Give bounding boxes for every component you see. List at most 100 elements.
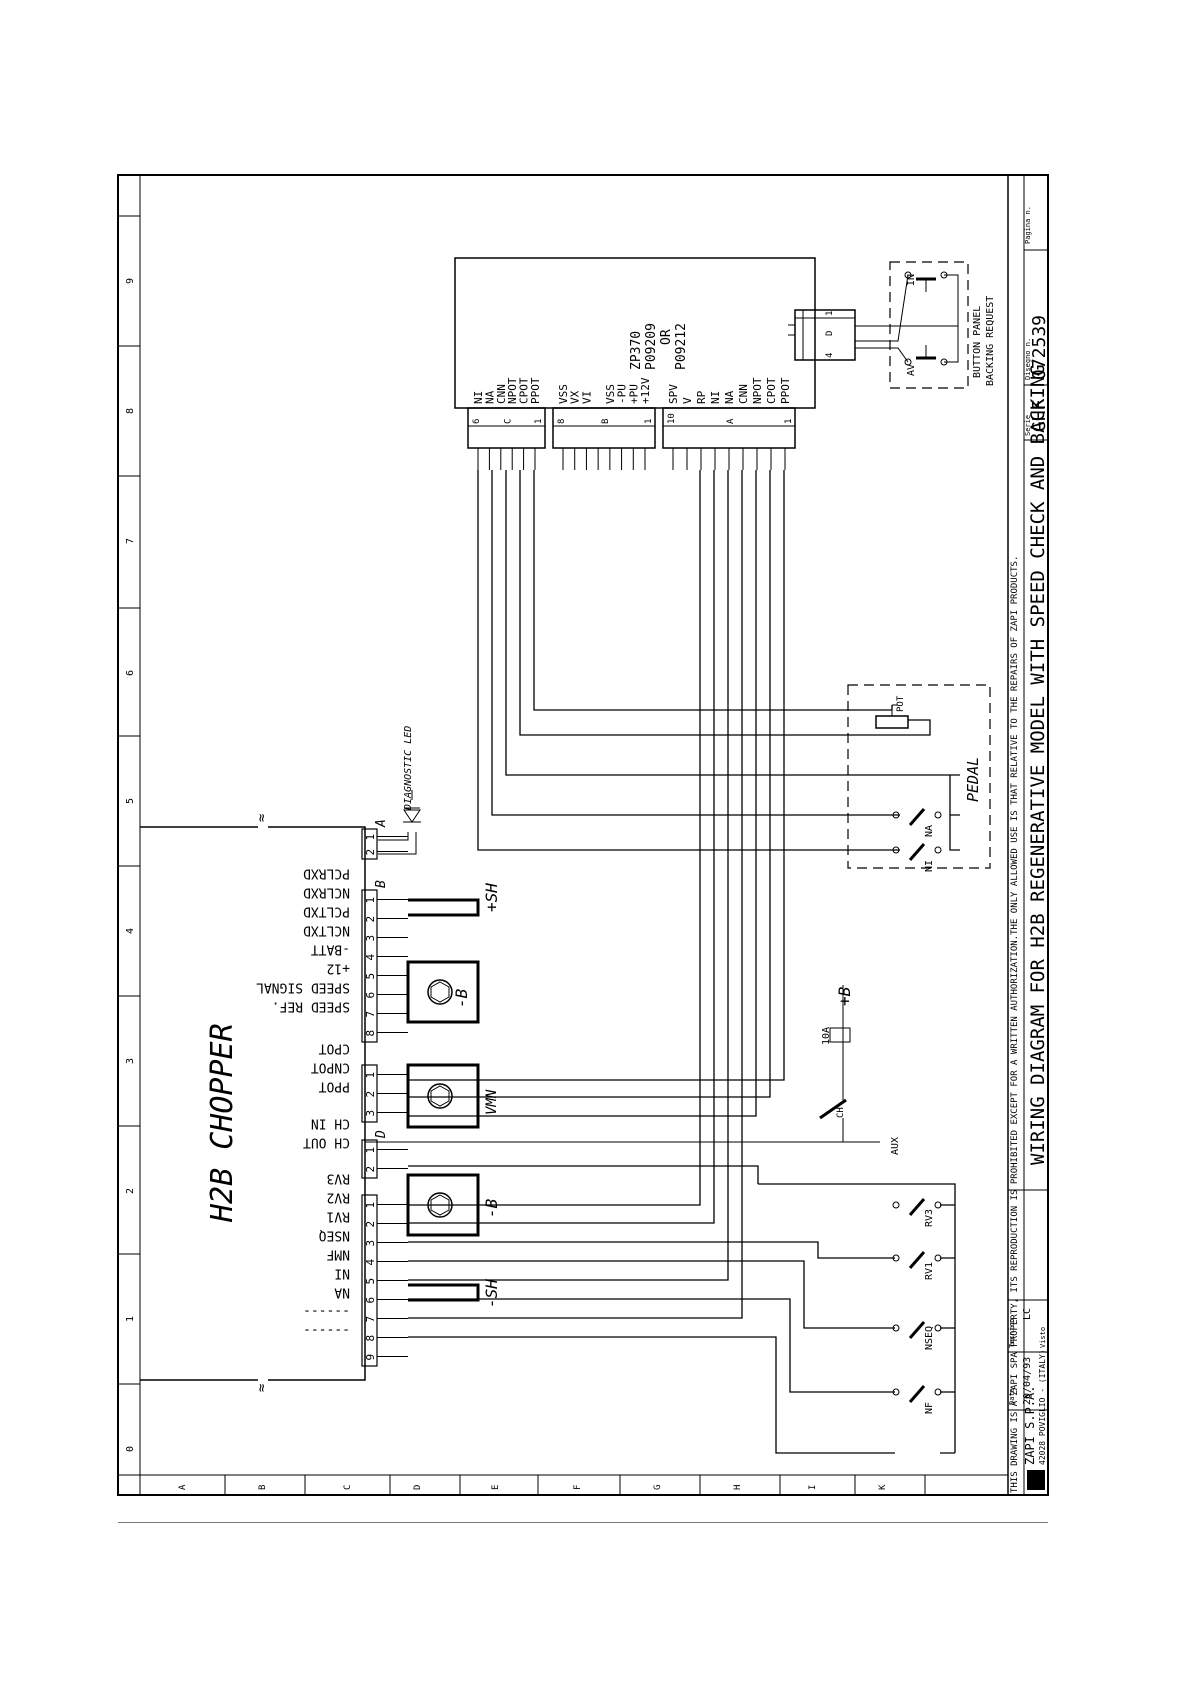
switch-nf-blade — [908, 1385, 926, 1403]
module-conn-c-signal-label: CNN — [495, 384, 508, 404]
module-conn-c-body — [467, 407, 546, 449]
switch-rv3-contact — [934, 1201, 942, 1209]
column-number-label: 2 — [125, 1188, 136, 1194]
chopper-conn-d-body — [361, 1139, 378, 1179]
chopper-conn-d-pin-number: 1 — [364, 1147, 377, 1154]
module-conn-c-label: C — [504, 419, 514, 424]
chopper-conn-b-body — [361, 889, 378, 1043]
module-conn-b-signal-label: VSS — [604, 384, 617, 404]
aux-label: AUX — [890, 1137, 901, 1155]
column-number-label: 4 — [125, 928, 136, 934]
module-name-4: P09212 — [674, 323, 689, 370]
wire — [408, 1241, 895, 1259]
conn-d-pin-first: 4 — [825, 353, 835, 358]
column-number-label: 8 — [125, 408, 136, 414]
chopper-conn-b-signal-label: PCLTXD — [303, 904, 350, 919]
chopper-conn-c-pin-number: 1 — [364, 1072, 377, 1079]
pedal-outline — [847, 684, 991, 869]
chopper-conn-e-signal-label: RV1 — [327, 1209, 350, 1224]
chopper-conn-e-signal-label: RV3 — [327, 1171, 350, 1186]
disegno-label: Disegno n. — [1024, 338, 1032, 380]
zapi-logo — [1027, 1470, 1045, 1490]
copyright-notice: THIS DRAWING IS A ZAPI SPA PROPERTY, ITS… — [1010, 556, 1020, 1493]
h2b-chopper: H2B CHOPPER ≈ ≈ — [140, 814, 366, 1392]
wire — [491, 470, 888, 816]
diagnostic-led-label: DIAGNOSTIC LED — [403, 726, 414, 811]
switch-na-contact — [934, 811, 942, 819]
wire — [408, 470, 701, 1206]
wire — [408, 470, 757, 1117]
wire — [408, 470, 743, 1319]
row-letter-label: K — [878, 1484, 888, 1490]
conn-d-label: D — [825, 331, 835, 336]
pedal-label: PEDAL — [964, 757, 982, 802]
diagnostic-led: DIAGNOSTIC LED — [378, 726, 421, 855]
serie-value: GHF — [1029, 399, 1050, 432]
module-conn-b-pin-last: 1 — [644, 419, 654, 424]
module-conn-b-signal-label: VX — [569, 390, 582, 404]
button-panel: BUTTON PANEL BACKING REQUEST AV IN — [855, 261, 996, 389]
column-number-label: 3 — [125, 1058, 136, 1064]
wire — [505, 470, 960, 776]
chopper-conn-e-pin-number: 4 — [364, 1259, 377, 1266]
outer-frame — [117, 174, 1049, 1496]
chopper-conn-b-signal-label: SPEED SIGNAL — [256, 980, 350, 995]
date-value: 20/04/93 — [1022, 1357, 1033, 1405]
column-number-label: 9 — [125, 278, 136, 284]
button-panel-outline — [889, 261, 969, 389]
chopper-conn-e-signal-label: ------ — [303, 1304, 350, 1319]
break-mark-top: ≈ — [254, 814, 270, 822]
pedal: PEDAL POT — [847, 684, 991, 869]
switch-nseq-contact — [934, 1324, 942, 1332]
chopper-conn-e-pin-number: 8 — [364, 1335, 377, 1342]
wiring — [408, 470, 960, 1454]
module-conn-a-signal-label: NA — [723, 390, 736, 404]
wire — [940, 1204, 955, 1454]
module-name-1: ZP370 — [629, 331, 644, 370]
switch-nf-label: NF — [924, 1402, 935, 1414]
chopper-conn-e-pin-number: 6 — [364, 1297, 377, 1304]
switch-ni-blade — [908, 843, 926, 861]
switch-rv3-contact — [892, 1201, 900, 1209]
chopper-conn-b-signal-label: SPEED REF. — [272, 999, 350, 1014]
chopper-conn-e-signal-label: RV2 — [327, 1190, 350, 1205]
terminal-vmn-label: VMN — [484, 1089, 500, 1115]
terminal-minus-b-label: -B — [452, 988, 471, 1008]
column-number-label: 0 — [125, 1446, 136, 1452]
switch-ni-label: NI — [924, 860, 935, 872]
ch-fuse-assembly: 10A +B CH AUX — [365, 985, 901, 1155]
module-conn-b-signal-label: +12V — [639, 377, 652, 404]
fuse-label: 10A — [821, 1027, 832, 1045]
fuse-body — [829, 1027, 851, 1043]
pot-resistor — [875, 715, 909, 729]
chopper-conn-b-signal-label: -BATT — [311, 942, 350, 957]
chopper-conn-c-signal-label: PPOT — [319, 1079, 350, 1094]
switch-nseq-contact — [892, 1324, 900, 1332]
chopper-conn-b-signal-label: NCLRXD — [303, 885, 350, 900]
module-conn-a-label: A — [726, 418, 736, 424]
chopper-conn-e-signal-label: NI — [334, 1266, 350, 1281]
chopper-conn-a-pin-number: 2 — [364, 849, 377, 856]
visto-label: Visto — [1039, 1327, 1047, 1348]
wire — [477, 470, 888, 851]
module-conn-a-signal-label: CPOT — [765, 377, 778, 404]
chopper-conn-c-signal-label: CPOT — [319, 1041, 350, 1056]
chopper-connectors: 12A1PCLRXD2NCLRXD3PCLTXD4NCLTXD5-BATT6+1… — [256, 819, 408, 1367]
chopper-conn-b-label: B — [374, 880, 389, 888]
chopper-conn-a-label: A — [374, 819, 389, 828]
column-number-label: 6 — [125, 670, 136, 676]
chopper-conn-e-signal-label: NMF — [326, 1247, 350, 1262]
switch-na-label: NA — [924, 825, 935, 837]
terminal-minus-b-top: -B — [406, 960, 480, 1024]
button-in-label: IN — [906, 274, 917, 286]
chopper-conn-c-pin-number: 2 — [364, 1091, 377, 1098]
pagina-label: Pagina n. — [1024, 206, 1032, 244]
wire — [408, 1298, 895, 1393]
wire — [408, 1260, 895, 1329]
row-letter-label: E — [491, 1485, 501, 1490]
